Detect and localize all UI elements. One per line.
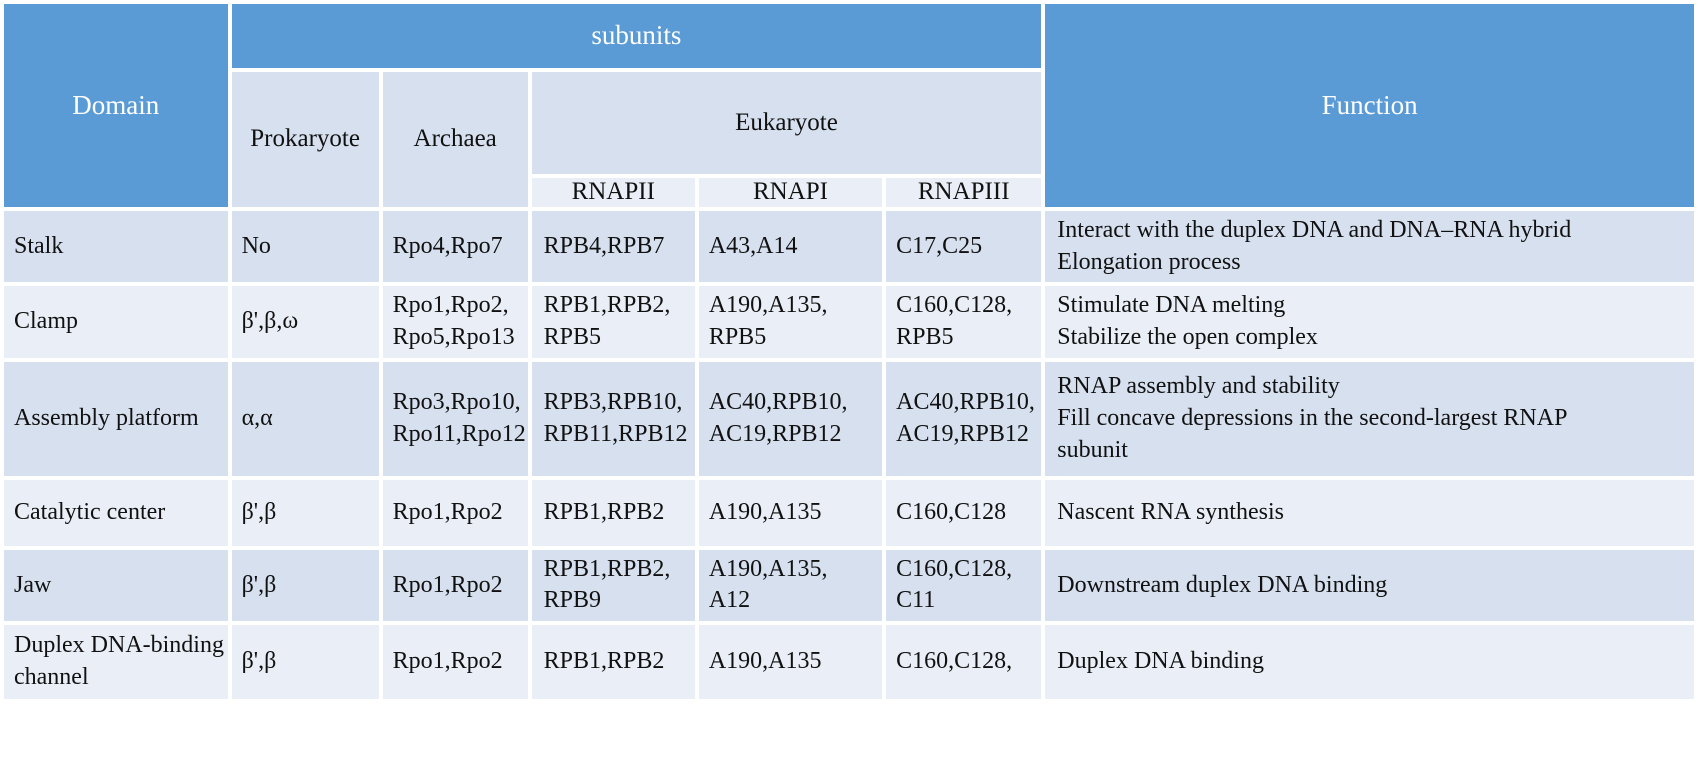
cell-rnap2: RPB3,RPB10, RPB11,RPB12	[531, 361, 695, 476]
cell-rnap3: C160,C128, C11	[886, 549, 1042, 622]
header-prokaryote: Prokaryote	[231, 72, 379, 207]
header-row-bottom: RNAPII RNAPI RNAPIII	[4, 178, 1694, 207]
cell-rnap1: A190,A135	[698, 625, 883, 700]
cell-archaea: Rpo1,Rpo2, Rpo5,Rpo13	[382, 286, 528, 358]
cell-function: Interact with the duplex DNA and DNA–RNA…	[1045, 211, 1694, 283]
table-row: Duplex DNA-binding channel β',β Rpo1,Rpo…	[4, 625, 1694, 700]
cell-domain: Assembly platform	[4, 361, 228, 476]
cell-prokaryote: α,α	[231, 361, 379, 476]
table-row: Stalk No Rpo4,Rpo7 RPB4,RPB7 A43,A14 C17…	[4, 211, 1694, 283]
cell-rnap1: A190,A135, A12	[698, 549, 883, 622]
table-row: Clamp β',β,ω Rpo1,Rpo2, Rpo5,Rpo13 RPB1,…	[4, 286, 1694, 358]
cell-prokaryote: β',β	[231, 549, 379, 622]
table-head: Domain subunits Function Prokaryote Arch…	[4, 4, 1694, 207]
cell-rnap3: C160,C128	[886, 479, 1042, 546]
cell-archaea: Rpo1,Rpo2	[382, 479, 528, 546]
cell-function: Stimulate DNA melting Stabilize the open…	[1045, 286, 1694, 358]
cell-archaea: Rpo4,Rpo7	[382, 211, 528, 283]
cell-rnap2: RPB1,RPB2, RPB9	[531, 549, 695, 622]
header-archaea: Archaea	[382, 72, 528, 207]
cell-rnap1: A190,A135, RPB5	[698, 286, 883, 358]
cell-rnap2: RPB1,RPB2	[531, 625, 695, 700]
header-row-top: Domain subunits Function	[4, 4, 1694, 207]
cell-archaea: Rpo1,Rpo2	[382, 549, 528, 622]
header-rnap2: RNAPII	[531, 178, 695, 207]
cell-archaea: Rpo3,Rpo10, Rpo11,Rpo12	[382, 361, 528, 476]
cell-function: RNAP assembly and stability Fill concave…	[1045, 361, 1694, 476]
header-function: Function	[1045, 4, 1694, 207]
table-body: Stalk No Rpo4,Rpo7 RPB4,RPB7 A43,A14 C17…	[4, 211, 1694, 700]
cell-function: Nascent RNA synthesis	[1045, 479, 1694, 546]
header-eukaryote: Eukaryote	[531, 72, 1042, 175]
table-row: Jaw β',β Rpo1,Rpo2 RPB1,RPB2, RPB9 A190,…	[4, 549, 1694, 622]
cell-prokaryote: β',β,ω	[231, 286, 379, 358]
header-row-middle: Prokaryote Archaea Eukaryote	[4, 72, 1694, 207]
cell-rnap3: C160,C128,	[886, 625, 1042, 700]
cell-rnap3: AC40,RPB10, AC19,RPB12	[886, 361, 1042, 476]
cell-domain: Duplex DNA-binding channel	[4, 625, 228, 700]
table-row: Catalytic center β',β Rpo1,Rpo2 RPB1,RPB…	[4, 479, 1694, 546]
cell-function: Downstream duplex DNA binding	[1045, 549, 1694, 622]
cell-rnap2: RPB1,RPB2, RPB5	[531, 286, 695, 358]
cell-prokaryote: No	[231, 211, 379, 283]
header-subunits: subunits	[231, 4, 1042, 68]
header-rnap3: RNAPIII	[886, 178, 1042, 207]
table-row: Assembly platform α,α Rpo3,Rpo10, Rpo11,…	[4, 361, 1694, 476]
cell-rnap1: AC40,RPB10, AC19,RPB12	[698, 361, 883, 476]
cell-rnap1: A43,A14	[698, 211, 883, 283]
cell-domain: Jaw	[4, 549, 228, 622]
cell-rnap2: RPB1,RPB2	[531, 479, 695, 546]
cell-rnap3: C160,C128, RPB5	[886, 286, 1042, 358]
cell-rnap1: A190,A135	[698, 479, 883, 546]
header-domain: Domain	[4, 4, 228, 207]
cell-domain: Stalk	[4, 211, 228, 283]
cell-archaea: Rpo1,Rpo2	[382, 625, 528, 700]
cell-prokaryote: β',β	[231, 479, 379, 546]
rnap-subunits-table: Domain subunits Function Prokaryote Arch…	[4, 4, 1694, 700]
cell-rnap2: RPB4,RPB7	[531, 211, 695, 283]
cell-prokaryote: β',β	[231, 625, 379, 700]
cell-domain: Clamp	[4, 286, 228, 358]
header-rnap1: RNAPI	[698, 178, 883, 207]
cell-rnap3: C17,C25	[886, 211, 1042, 283]
cell-function: Duplex DNA binding	[1045, 625, 1694, 700]
cell-domain: Catalytic center	[4, 479, 228, 546]
